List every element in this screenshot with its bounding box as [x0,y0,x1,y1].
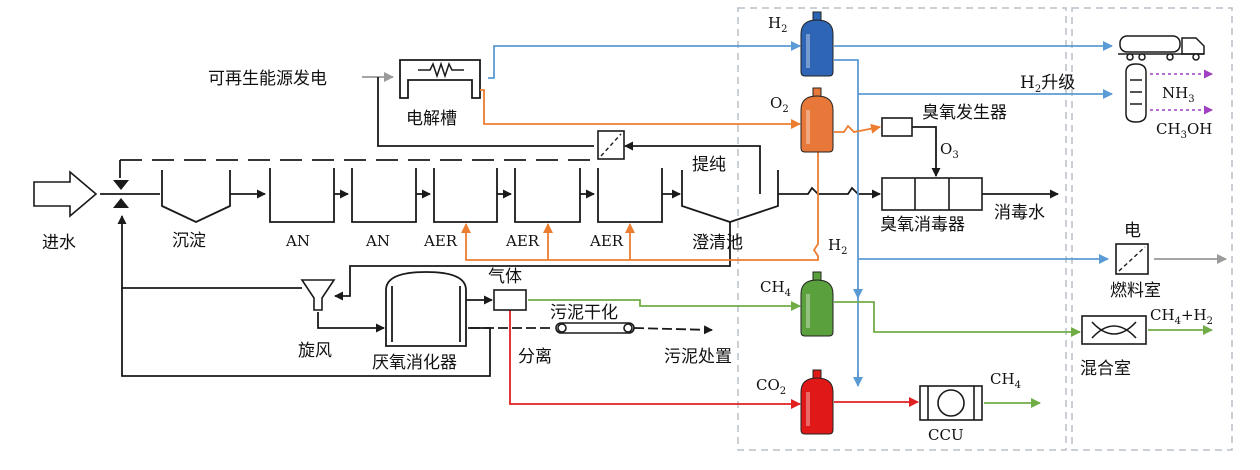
mixing-label: 混合室 [1080,359,1131,379]
electricity-label: 电 [1124,221,1141,241]
ch4-out-label: CH4 [990,370,1021,391]
water-process-lines [100,72,1059,377]
an1-label: AN [285,232,310,250]
ccu-unit [919,385,983,421]
ch4-cylinder-icon [800,271,834,337]
electrolyzer-label: 电解槽 [406,109,457,129]
sediment-label: 沉淀 [172,231,206,251]
an-tank-2 [351,168,417,223]
nh3-label: NH3 [1162,84,1195,105]
an-tank-1 [269,168,335,223]
treatment-tanks [161,168,779,223]
h2-top-label: H2 [768,14,787,35]
sludge-disposal-label: 污泥处置 [664,347,732,367]
sludge-drying-label: 污泥干化 [550,303,618,323]
ccu-label: CCU [928,426,964,444]
o2-cylinder-icon [800,87,834,153]
ozone-generator [881,117,913,137]
disinfected-water-label: 消毒水 [994,203,1045,223]
inflow-valve [113,180,129,208]
chemical-output-arrows [1150,69,1213,115]
co2-label: CO2 [756,376,786,397]
clarifier-tank [681,170,779,223]
gas-label: 气体 [488,267,522,287]
cyclone-label: 旋风 [298,341,332,361]
anaerobic-digester [385,271,467,347]
inflow-arrow [33,170,98,218]
separation-label: 分离 [518,347,552,367]
ch3oh-label: CH3OH [1156,120,1212,141]
methane-lines [528,299,1213,408]
purifier [597,130,625,160]
hydrogen-lines [488,41,1113,387]
aer2-label: AER [505,232,540,250]
o3-label: O3 [940,140,959,161]
ozone-disinfector [881,177,983,211]
aer-tank-1 [433,168,498,223]
ch4-label: CH4 [760,278,791,299]
ozone-generator-label: 臭氧发生器 [922,103,1007,123]
clarifier-label: 澄清池 [692,233,743,253]
ch4-h2-label: CH4+H2 [1150,306,1213,327]
gas-box [493,289,527,311]
mixing-chamber [1081,315,1147,345]
storage-tank-icon [1125,63,1147,123]
aer1-label: AER [423,232,458,250]
purify-label: 提纯 [692,155,726,175]
co2-cylinder-icon [800,369,834,435]
h2-upgrade-label: H2升级 [1020,73,1075,95]
sludge-conveyor [555,322,635,334]
an2-label: AN [365,232,390,250]
ozone-disinfector-label: 臭氧消毒器 [880,215,965,235]
h2-mid-label: H2 [828,236,847,257]
aer-tank-3 [597,168,663,223]
aer3-label: AER [589,232,624,250]
sediment-tank [161,170,231,223]
digester-label: 厌氧消化器 [372,353,457,373]
co2-lines [509,310,919,409]
oxygen-lines [461,89,881,261]
h2-cylinder-icon [800,11,834,77]
inflow-label: 进水 [42,233,76,253]
aer-tank-2 [514,168,581,223]
truck-icon [1118,35,1205,61]
o2-label: O2 [770,94,789,115]
fuel-cell [1115,243,1149,275]
electrolyzer [399,59,481,99]
fuel-cell-label: 燃料室 [1110,281,1161,301]
cyclone [300,279,336,311]
renewable-label: 可再生能源发电 [208,69,327,89]
